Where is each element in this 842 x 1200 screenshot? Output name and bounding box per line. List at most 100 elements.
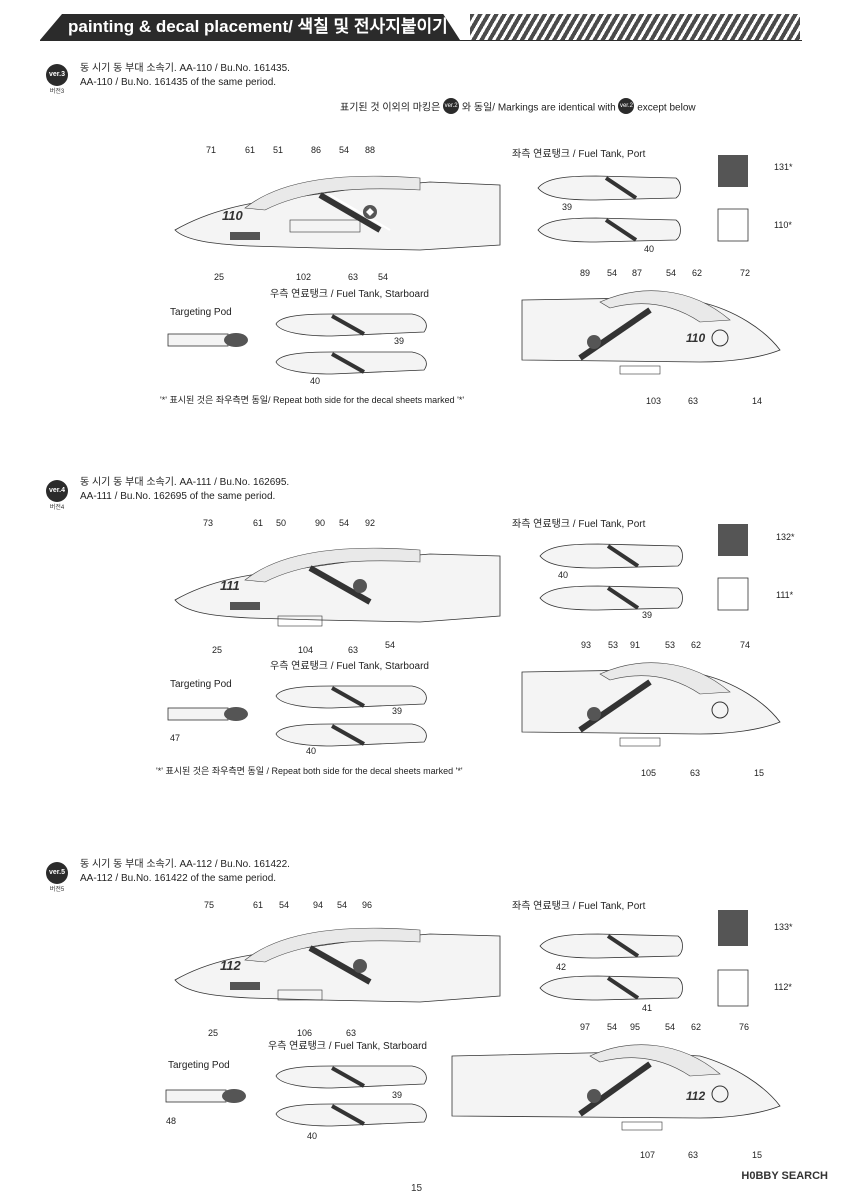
callout: 89 [580,268,591,278]
header-divider [40,40,802,41]
callout: 104 [298,645,314,655]
port-tank-label: 좌측 연료탱크 / Fuel Tank, Port [512,901,646,912]
callout: 61 [253,900,264,910]
aircraft-right-side-view [521,662,781,747]
callout: 54 [665,1022,676,1032]
callout: 93 [581,640,592,650]
callout: 54 [666,268,677,278]
starboard-fuel-tank-views [275,313,427,375]
page-title-bar: painting & decal placement/ 색칠 및 전사지붙이기 [40,14,460,40]
callout: 95 [630,1022,641,1032]
callout: 53 [665,640,676,650]
callout: 63 [690,768,701,778]
port-fuel-tank-views [539,543,683,611]
callout: 92 [365,518,376,528]
callout: 62 [692,268,703,278]
tail-fin-views [717,910,749,1007]
tail-fin-views [717,155,749,242]
callout: 63 [688,1150,699,1160]
callout: 39 [642,610,653,620]
port-tank-label: 좌측 연료탱크 / Fuel Tank, Port [512,519,646,530]
callout: 111* [776,590,794,600]
repeat-note: '*' 표시된 것은 좌우측면 동일 / Repeat both side fo… [156,766,463,776]
nose-number: 111 [220,578,240,593]
markings-note: 표기된 것 이외의 마킹은 ver.2 와 동일/ Markings are i… [340,98,696,116]
ver4-badge: ver.4 [46,480,68,502]
callout: 107 [640,1150,656,1160]
header-stripe-decoration [470,14,800,40]
callout: 74 [740,640,751,650]
header-arrow-icon [40,14,62,40]
callout: 75 [204,900,215,910]
callout: 54 [279,900,290,910]
aircraft-left-side-view: 111 [174,547,501,627]
starboard-fuel-tank-views [275,1065,427,1127]
callout: 72 [740,268,751,278]
targeting-pod-view [165,1089,246,1103]
ver5-badge-sub: 버전5 [49,887,65,893]
callout: 106 [297,1028,313,1038]
section-description-en: AA-110 / Bu.No. 161435 of the same perio… [80,77,277,88]
note-suffix: except below [637,102,696,114]
callout: 76 [739,1022,750,1032]
ver3-badge-sub: 버전3 [49,89,65,95]
callout: 87 [632,268,643,278]
ver4-badge-sub: 버전4 [49,505,65,511]
callout: 62 [691,640,702,650]
callout: 40 [306,746,317,756]
nose-number: 112 [220,958,241,973]
callout: 105 [641,768,657,778]
targeting-pod-label: Targeting Pod [170,679,232,690]
callout: 39 [392,1090,403,1100]
section-description-ko: 동 시기 동 부대 소속기. AA-112 / Bu.No. 161422. [80,859,290,870]
page-title: painting & decal placement/ 색칠 및 전사지붙이기 [68,17,448,36]
version-badge: ver.5 버전5 [46,862,72,893]
callout: 54 [339,145,350,155]
callout: 15 [752,1150,763,1160]
aircraft-right-side-view: 110 [521,290,781,375]
callout: 63 [348,645,359,655]
callout: 14 [752,396,763,406]
callout: 54 [607,268,618,278]
callout: 86 [311,145,322,155]
callout: 51 [273,145,284,155]
callout: 42 [556,962,567,972]
callout: 96 [362,900,373,910]
repeat-note: '*' 표시된 것은 좌우측면 동일/ Repeat both side for… [160,395,465,405]
callout: 54 [337,900,348,910]
callout: 15 [754,768,765,778]
section-description-ko: 동 시기 동 부대 소속기. AA-111 / Bu.No. 162695. [80,477,290,488]
callout: 90 [315,518,326,528]
targeting-pod-view [167,707,248,721]
nose-number-right: 110 [686,331,705,345]
note-badge-2: ver.2 [618,98,635,114]
callout: 39 [392,706,403,716]
version-badge: ver.4 버전4 [46,480,72,511]
callout: 112* [774,982,792,992]
section-description-en: AA-111 / Bu.No. 162695 of the same perio… [80,491,276,502]
callout: 25 [212,645,223,655]
callout: 63 [348,272,359,282]
callout: 110* [774,220,792,230]
callout: 63 [346,1028,357,1038]
callout: 39 [562,202,573,212]
nose-number-right: 112 [686,1089,705,1103]
callout: 73 [203,518,214,528]
starboard-tank-label: 우측 연료탱크 / Fuel Tank, Starboard [270,289,429,300]
callout: 53 [608,640,619,650]
callout: 94 [313,900,324,910]
callout: 40 [558,570,569,580]
callout: 97 [580,1022,591,1032]
callout: 54 [385,640,396,650]
tail-fin-views [717,524,749,611]
targeting-pod-view [167,333,248,347]
callout: 39 [394,336,405,346]
callout: 88 [365,145,376,155]
callout: 54 [378,272,389,282]
watermark: H0BBY SEARCH [741,1170,828,1182]
callout: 25 [208,1028,219,1038]
callout: 50 [276,518,287,528]
callout: 54 [339,518,350,528]
ver5-badge: ver.5 [46,862,68,884]
ver3-badge: ver.3 [46,64,68,86]
